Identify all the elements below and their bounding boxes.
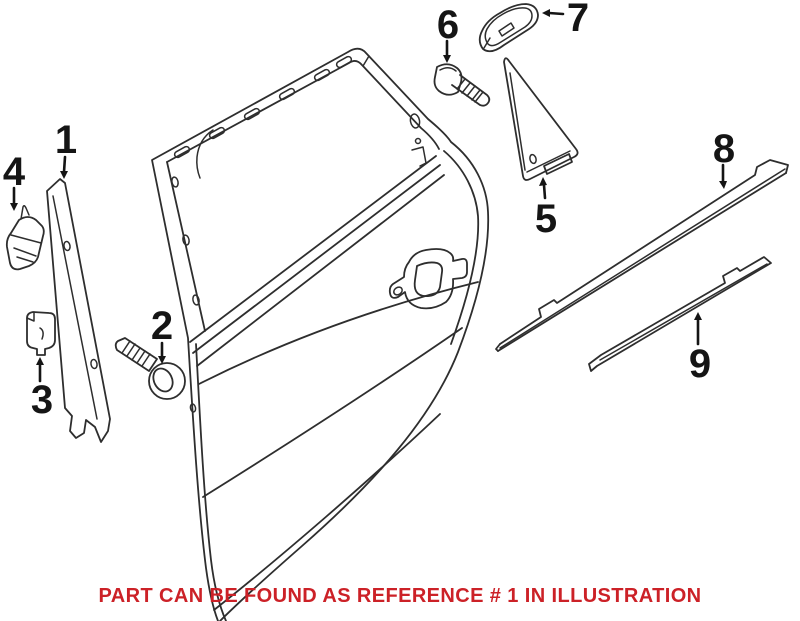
beltline-3 bbox=[196, 174, 445, 367]
hem-inner bbox=[195, 343, 227, 621]
part-3-clip bbox=[26, 311, 56, 356]
callout-3-arrow bbox=[36, 357, 44, 383]
window-frame-inner bbox=[166, 60, 440, 163]
door-outline bbox=[151, 47, 490, 621]
callout-7-arrow bbox=[542, 9, 565, 17]
door-panel-drawing bbox=[151, 47, 490, 621]
part-6-threads bbox=[456, 78, 484, 103]
beltline-2 bbox=[192, 164, 441, 354]
frame-member-holes bbox=[171, 176, 200, 413]
callout-7-label: 7 bbox=[567, 0, 589, 40]
part-9-belt-molding bbox=[588, 256, 772, 372]
callout-6-arrow bbox=[443, 39, 451, 63]
callout-1-arrow bbox=[60, 155, 68, 179]
callout-4-arrow bbox=[10, 186, 18, 211]
callout-1-label: 1 bbox=[55, 118, 77, 162]
callout-5-label: 5 bbox=[535, 197, 557, 241]
part-1-pillar-trim bbox=[46, 178, 111, 443]
callout-8-arrow bbox=[719, 163, 727, 189]
callout-8-label: 8 bbox=[713, 127, 735, 171]
crease-upper bbox=[198, 281, 479, 385]
callout-6-label: 6 bbox=[437, 3, 459, 47]
frame-slots bbox=[173, 55, 353, 159]
crease-middle bbox=[202, 327, 463, 498]
part-2-threads bbox=[121, 340, 151, 367]
callout-2-label: 2 bbox=[151, 304, 173, 348]
beltline-1 bbox=[189, 155, 437, 343]
part-5-quarter-trim-triangle bbox=[503, 57, 579, 181]
part-4-clip bbox=[5, 204, 45, 271]
callout-5-arrow bbox=[539, 177, 547, 200]
callout-4-label: 4 bbox=[3, 150, 26, 194]
part-2-screw bbox=[114, 337, 186, 400]
part-6-screw bbox=[433, 63, 491, 107]
callout-9-label: 9 bbox=[689, 342, 711, 386]
glass-run-corner bbox=[196, 129, 214, 179]
frame-seam bbox=[362, 55, 370, 67]
callout-2-arrow bbox=[158, 341, 166, 364]
shoulder-inner bbox=[443, 150, 480, 345]
part-8-belt-molding bbox=[495, 159, 789, 352]
callout-9-arrow bbox=[694, 312, 702, 346]
reference-notice: PART CAN BE FOUND AS REFERENCE # 1 IN IL… bbox=[98, 585, 702, 607]
b-pillar-details bbox=[409, 113, 427, 167]
part-7-end-cap bbox=[478, 3, 539, 53]
door-handle-cutout bbox=[388, 248, 468, 310]
crease-lower bbox=[213, 413, 441, 611]
callout-3-label: 3 bbox=[31, 378, 53, 422]
